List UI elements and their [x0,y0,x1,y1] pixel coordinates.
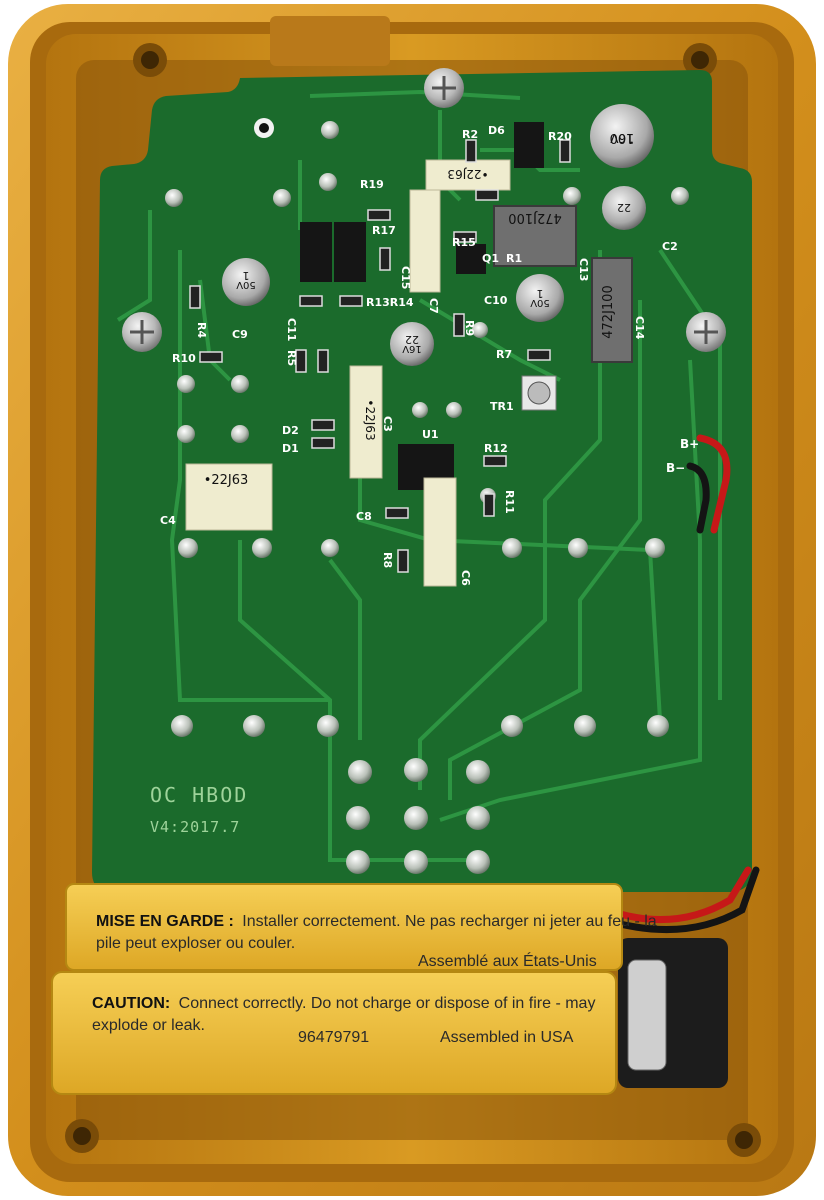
board-version: V4:2017.7 [150,818,240,836]
label-bplus: B+ [680,437,699,451]
battery-wires [616,434,760,934]
battery-warning-fr-label: MISE EN GARDE : [96,913,234,930]
film-cap-mid-code: •22J63 [363,399,377,440]
label-r2: R2 [462,128,478,141]
trimmer-tr1 [521,375,557,411]
battery-warning-fr-text: Installer correctement. Ne pas recharger… [242,913,657,930]
label-c4: C4 [160,514,176,527]
label-tr1: TR1 [490,400,514,413]
cap-100-value: 100 [610,130,635,145]
label-r13r14: R13R14 [366,296,414,309]
solder-pads [165,121,689,874]
box-cap-c14-code: 472J100 [601,285,616,338]
box-cap-c13-code: 472J100 [508,210,561,225]
cap-1-right-rating: 50V [530,297,550,308]
label-r7: R7 [496,348,512,361]
film-cap-c4-code: •22J63 [204,473,249,488]
battery-part-number: 96479791 [298,1029,369,1046]
battery-caution-label: CAUTION: [92,995,170,1012]
cap-22-top-value: 22 [617,201,631,214]
cap-1-left-value: 1 [243,269,250,282]
cap-1-left-rating: 50V [236,279,256,290]
label-d1: D1 [282,442,299,455]
label-c3: C3 [381,416,394,432]
label-c10: C10 [484,294,508,307]
label-r8: R8 [381,552,394,568]
battery-caution-text: Connect correctly. Do not charge or disp… [179,995,596,1012]
label-r5: R5 [285,350,298,366]
cap-1-right-value: 1 [537,287,544,300]
battery-caution-text2: explode or leak. [92,1017,205,1034]
board-brand: OC HBOD [150,783,248,807]
label-r11: R11 [503,490,516,514]
cap-100-rating: 16V [609,131,633,145]
label-c2: C2 [662,240,678,253]
film-cap-top-code: •22J63 [447,167,488,181]
label-r1: R1 [506,252,522,265]
svg-text:CAUTION: Connect correct: CAUTION: Connect correctly. Do not charg… [92,995,595,1012]
label-r9: R9 [463,320,476,336]
nine-volt-battery: MISE EN GARDE : Installer correctement. … [51,883,657,1095]
battery-clip [618,938,728,1088]
semiconductors: 472J100 472J100 [300,122,633,490]
label-c14: C14 [633,316,646,340]
label-d6: D6 [488,124,505,137]
label-c7: C7 [427,298,440,314]
label-c9: C9 [232,328,248,341]
label-c8: C8 [356,510,372,523]
battery-warning-fr-text2: pile peut exploser ou couler. [96,935,295,952]
label-c13: C13 [577,258,590,281]
label-c15: C15 [399,266,412,289]
label-r17: R17 [372,224,396,237]
label-r15: R15 [452,236,476,249]
electrolytic-capacitors: 100 16V 22 1 50V 1 50V 22 16V [222,104,654,366]
label-c6: C6 [459,570,472,586]
cap-22-mid-value: 22 [405,333,419,346]
label-d2: D2 [282,424,299,437]
label-r10: R10 [172,352,196,365]
screws [122,68,726,352]
battery-assembled-fr: Assemblé aux États-Unis [418,951,597,970]
label-r19: R19 [360,178,384,191]
svg-text:MISE EN GARDE : Installe: MISE EN GARDE : Installer correctement. … [96,913,657,930]
label-r12: R12 [484,442,508,455]
label-r4: R4 [195,322,208,338]
label-q1: Q1 [482,252,499,265]
label-c11: C11 [285,318,298,341]
battery-assembled-en: Assembled in USA [440,1029,574,1046]
label-r20: R20 [548,130,572,143]
film-capacitors: •22J63 •22J63 •22J63 [185,159,511,587]
label-u1: U1 [422,428,439,441]
cap-22-mid-rating: 16V [402,343,422,354]
smd-resistors [189,139,571,573]
silkscreen-labels: R19 R17 R2 D6 R20 R15 Q1 R1 C13 C2 C15 R… [160,124,699,586]
label-bminus: B− [666,461,685,475]
